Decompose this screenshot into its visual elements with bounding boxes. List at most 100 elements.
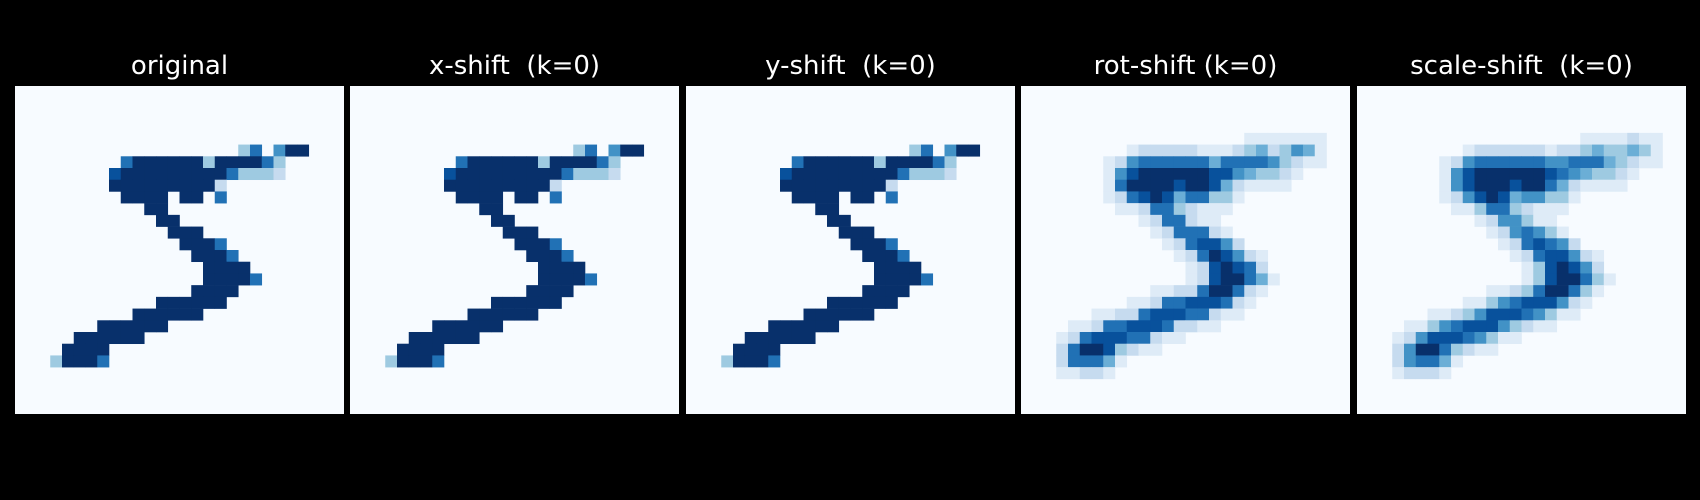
pixel (1173, 144, 1186, 157)
pixel (1498, 144, 1511, 157)
panel-title: rot-shift (k=0) (1093, 51, 1278, 81)
pixel (1068, 343, 1081, 356)
pixel (1244, 144, 1257, 157)
pixel (1162, 296, 1175, 309)
pixel (1556, 273, 1569, 286)
pixel (203, 261, 216, 274)
pixel (1150, 226, 1163, 239)
pixel (420, 343, 433, 356)
pixel (1232, 308, 1245, 321)
pixel (179, 191, 192, 204)
pixel (203, 285, 216, 298)
pixel (1486, 296, 1499, 309)
pixel (1415, 320, 1428, 333)
pixel (573, 261, 586, 274)
pixel (1533, 285, 1546, 298)
pixel (1173, 250, 1186, 263)
pixel (1521, 203, 1534, 216)
pixel (167, 308, 180, 321)
pixel (1509, 156, 1522, 169)
pixel (803, 320, 816, 333)
pixel (885, 250, 898, 263)
pixel (1439, 343, 1452, 356)
pixel (502, 214, 515, 227)
pixel (1509, 168, 1522, 181)
pixel (85, 343, 98, 356)
pixel (1244, 179, 1257, 192)
pixel (1220, 144, 1233, 157)
pixel (1533, 308, 1546, 321)
pixel (1498, 156, 1511, 169)
pixel (1498, 179, 1511, 192)
pixel (756, 355, 769, 368)
pixel (167, 156, 180, 169)
pixel (1627, 132, 1640, 145)
pixel (1209, 191, 1222, 204)
pixel (120, 156, 133, 169)
pixel (1580, 168, 1593, 181)
pixel (909, 168, 922, 181)
pixel (780, 320, 793, 333)
pixel (144, 168, 157, 181)
pixel (1462, 320, 1475, 333)
pixel (1533, 179, 1546, 192)
pixel (538, 179, 551, 192)
pixel (838, 226, 851, 239)
pixel (1244, 273, 1257, 286)
pixel (1162, 156, 1175, 169)
pixel (1509, 203, 1522, 216)
pixel (514, 238, 527, 251)
pixel (455, 168, 468, 181)
pixel (944, 144, 957, 157)
pixel (1451, 168, 1464, 181)
pixel (432, 355, 445, 368)
pixel (1568, 156, 1581, 169)
pixel (827, 296, 840, 309)
pixel (261, 156, 274, 169)
pixel (214, 250, 227, 263)
pixel (1462, 332, 1475, 345)
pixel (514, 308, 527, 321)
pixel (1150, 332, 1163, 345)
pixel (1220, 261, 1233, 274)
pixel (1427, 367, 1440, 380)
pixel (1256, 179, 1269, 192)
pixel (1150, 343, 1163, 356)
pixel (1126, 144, 1139, 157)
pixel (1556, 261, 1569, 274)
pixel (1138, 308, 1151, 321)
pixel (561, 261, 574, 274)
pixel (585, 273, 598, 286)
pixel (1498, 285, 1511, 298)
pixel (1498, 320, 1511, 333)
pixel (238, 156, 251, 169)
pixel (444, 320, 457, 333)
pixel (1509, 214, 1522, 227)
pixel (1474, 179, 1487, 192)
pixel (897, 250, 910, 263)
pixel (1138, 203, 1151, 216)
pixel (491, 320, 504, 333)
pixel (1533, 320, 1546, 333)
pixel (1138, 296, 1151, 309)
pixel (827, 156, 840, 169)
pixel (1314, 156, 1327, 169)
pixel (1568, 273, 1581, 286)
pixel (1103, 343, 1116, 356)
pixel (120, 332, 133, 345)
pixel (491, 191, 504, 204)
pixel (226, 156, 239, 169)
pixel (1256, 156, 1269, 169)
pixel (803, 168, 816, 181)
pixel (1427, 332, 1440, 345)
pixel (1521, 250, 1534, 263)
pixel (1545, 261, 1558, 274)
pixel (1498, 203, 1511, 216)
pixel (1509, 226, 1522, 239)
pixel (1220, 273, 1233, 286)
pixel (874, 168, 887, 181)
pixel (1521, 144, 1534, 157)
pixel (261, 168, 274, 181)
pixel (1615, 144, 1628, 157)
pixel (455, 191, 468, 204)
